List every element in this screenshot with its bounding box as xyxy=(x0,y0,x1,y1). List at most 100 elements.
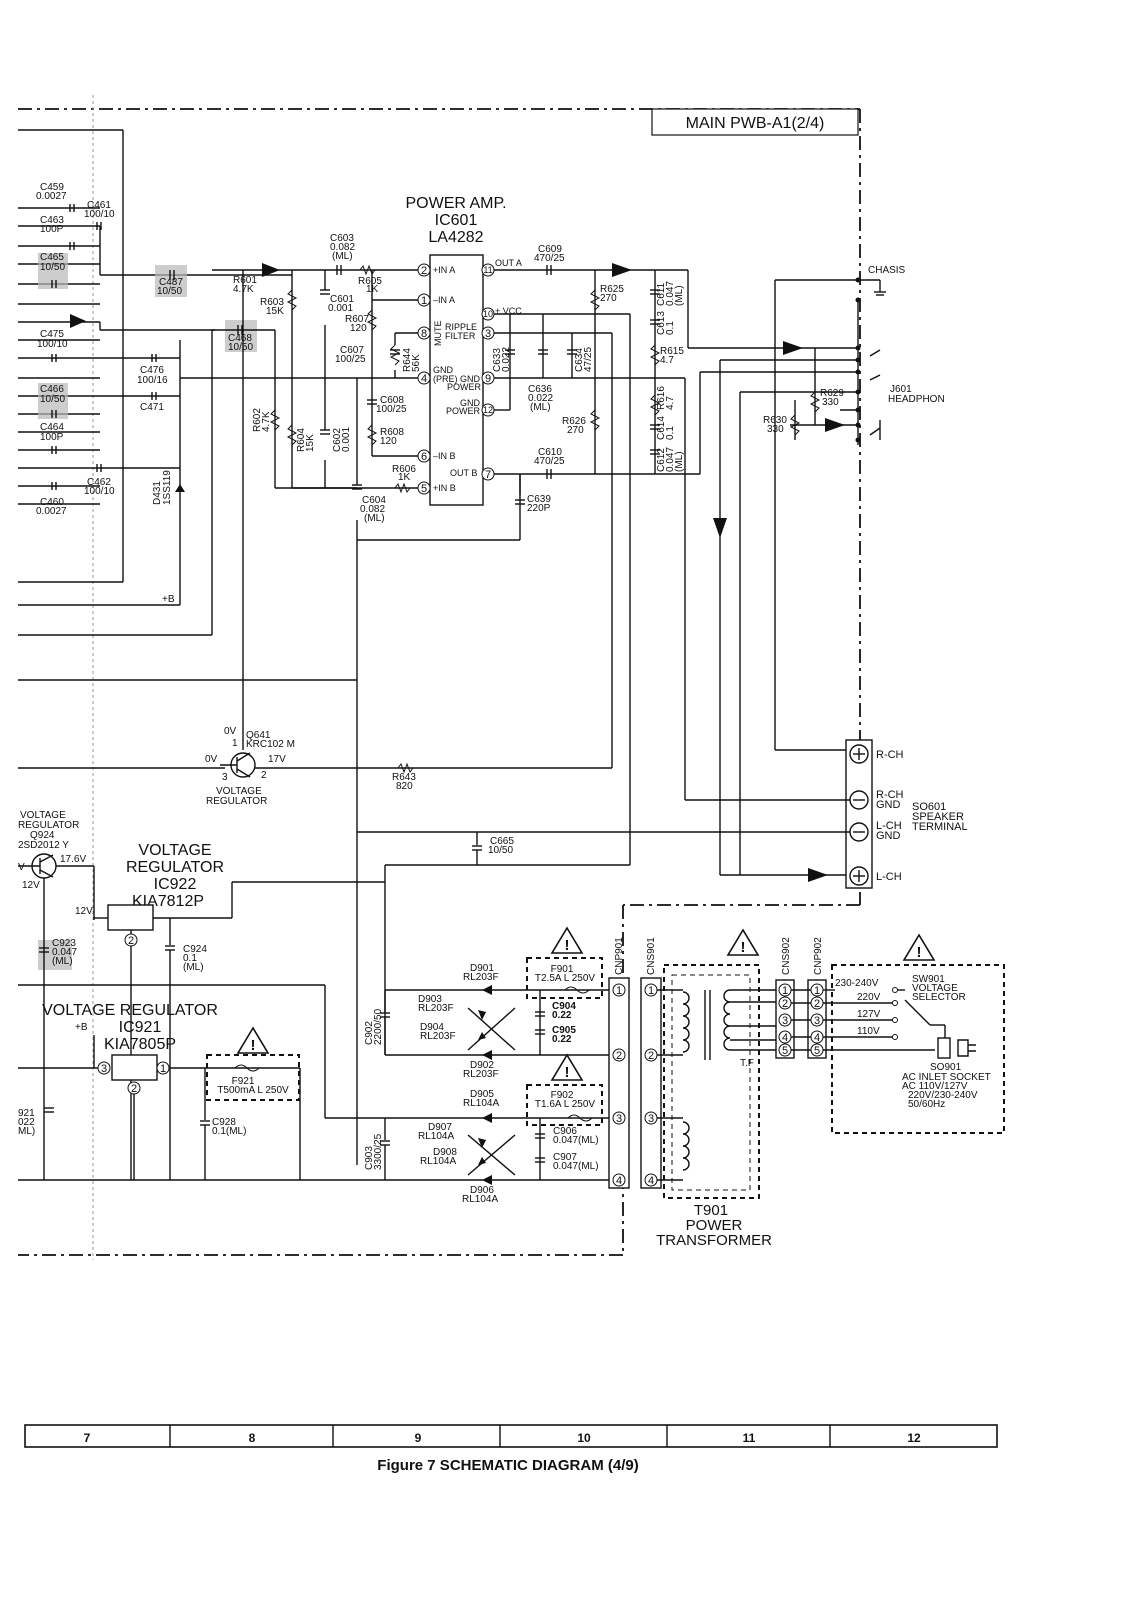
ic921-b: +B xyxy=(75,1022,88,1033)
chasis-label: CHASIS xyxy=(868,265,906,276)
r643-resistor xyxy=(397,762,414,774)
ic922-12v: 12V xyxy=(75,906,93,917)
amp-passives xyxy=(269,264,661,505)
f902-fuse xyxy=(567,1114,593,1122)
svg-text:1: 1 xyxy=(782,985,788,997)
v230-label: 230-240V xyxy=(835,978,879,989)
so601-terminals xyxy=(357,744,869,886)
svg-text:5: 5 xyxy=(421,483,427,495)
warning-triangle-icon: ! xyxy=(550,1053,584,1081)
svg-text:1: 1 xyxy=(814,985,820,997)
svg-text:12: 12 xyxy=(483,405,493,415)
svg-text:3: 3 xyxy=(648,1113,654,1125)
svg-text:RIPPLE: RIPPLE xyxy=(445,322,477,332)
svg-text:4: 4 xyxy=(616,1175,622,1187)
svg-text:1: 1 xyxy=(421,295,427,307)
ic921-pin1: 1 xyxy=(160,1063,166,1075)
so901-socket xyxy=(937,1037,951,1059)
r602-label: R6024.7K xyxy=(252,408,272,432)
q924-176v: 17.6V xyxy=(60,854,86,865)
f901-fuse xyxy=(564,986,590,994)
r629-resistor xyxy=(809,391,821,413)
svg-text:2: 2 xyxy=(616,1050,622,1062)
sw901-contacts xyxy=(892,987,898,1040)
svg-text:–IN A: –IN A xyxy=(433,295,455,305)
t901-inner-box xyxy=(671,974,751,1191)
svg-text:2: 2 xyxy=(421,265,427,277)
f901-box xyxy=(526,957,603,999)
f902-box xyxy=(526,1084,603,1126)
rectifier-bridge-1 xyxy=(380,985,615,1060)
svg-text:3: 3 xyxy=(814,1015,820,1027)
svg-text:5: 5 xyxy=(782,1045,788,1057)
cns901-pins: 1 2 3 4 xyxy=(644,983,658,1187)
svg-text:10: 10 xyxy=(483,309,493,319)
output-arrow-icon xyxy=(612,263,632,277)
d431-label: D4311SS119 xyxy=(152,470,173,505)
q924-transistor xyxy=(18,853,95,1180)
warning-triangle-icon: ! xyxy=(550,926,584,954)
warning-triangle-icon: ! xyxy=(902,933,936,961)
so601-lch: L-CH xyxy=(876,871,902,883)
ic921-body xyxy=(111,1054,158,1081)
svg-text:!: ! xyxy=(565,937,570,954)
column-11: 11 xyxy=(743,1431,756,1445)
c487-highlight xyxy=(155,265,187,297)
column-9: 9 xyxy=(415,1431,422,1445)
svg-text:1: 1 xyxy=(648,985,654,997)
so601-body xyxy=(845,739,873,889)
svg-text:+IN A: +IN A xyxy=(433,265,455,275)
c614-label: C6140.1 xyxy=(656,416,676,440)
q641-transistor xyxy=(18,270,612,778)
column-7: 7 xyxy=(84,1431,91,1445)
q924-12v: 12V xyxy=(22,880,40,891)
r644-label: R64456K xyxy=(402,348,422,372)
svg-text:5: 5 xyxy=(814,1045,820,1057)
ac-plug-icon xyxy=(957,1039,976,1057)
svg-text:!: ! xyxy=(251,1037,256,1054)
svg-text:3: 3 xyxy=(782,1015,788,1027)
warning-triangle-icon: ! xyxy=(236,1026,270,1054)
left-caps xyxy=(51,204,243,490)
svg-text:OUT A: OUT A xyxy=(495,258,522,268)
svg-text:FILTER: FILTER xyxy=(445,331,476,341)
sw901-wiring xyxy=(823,989,946,1051)
svg-text:MUTE: MUTE xyxy=(433,321,443,347)
c612-label: C6120.047(ML) xyxy=(656,447,685,472)
